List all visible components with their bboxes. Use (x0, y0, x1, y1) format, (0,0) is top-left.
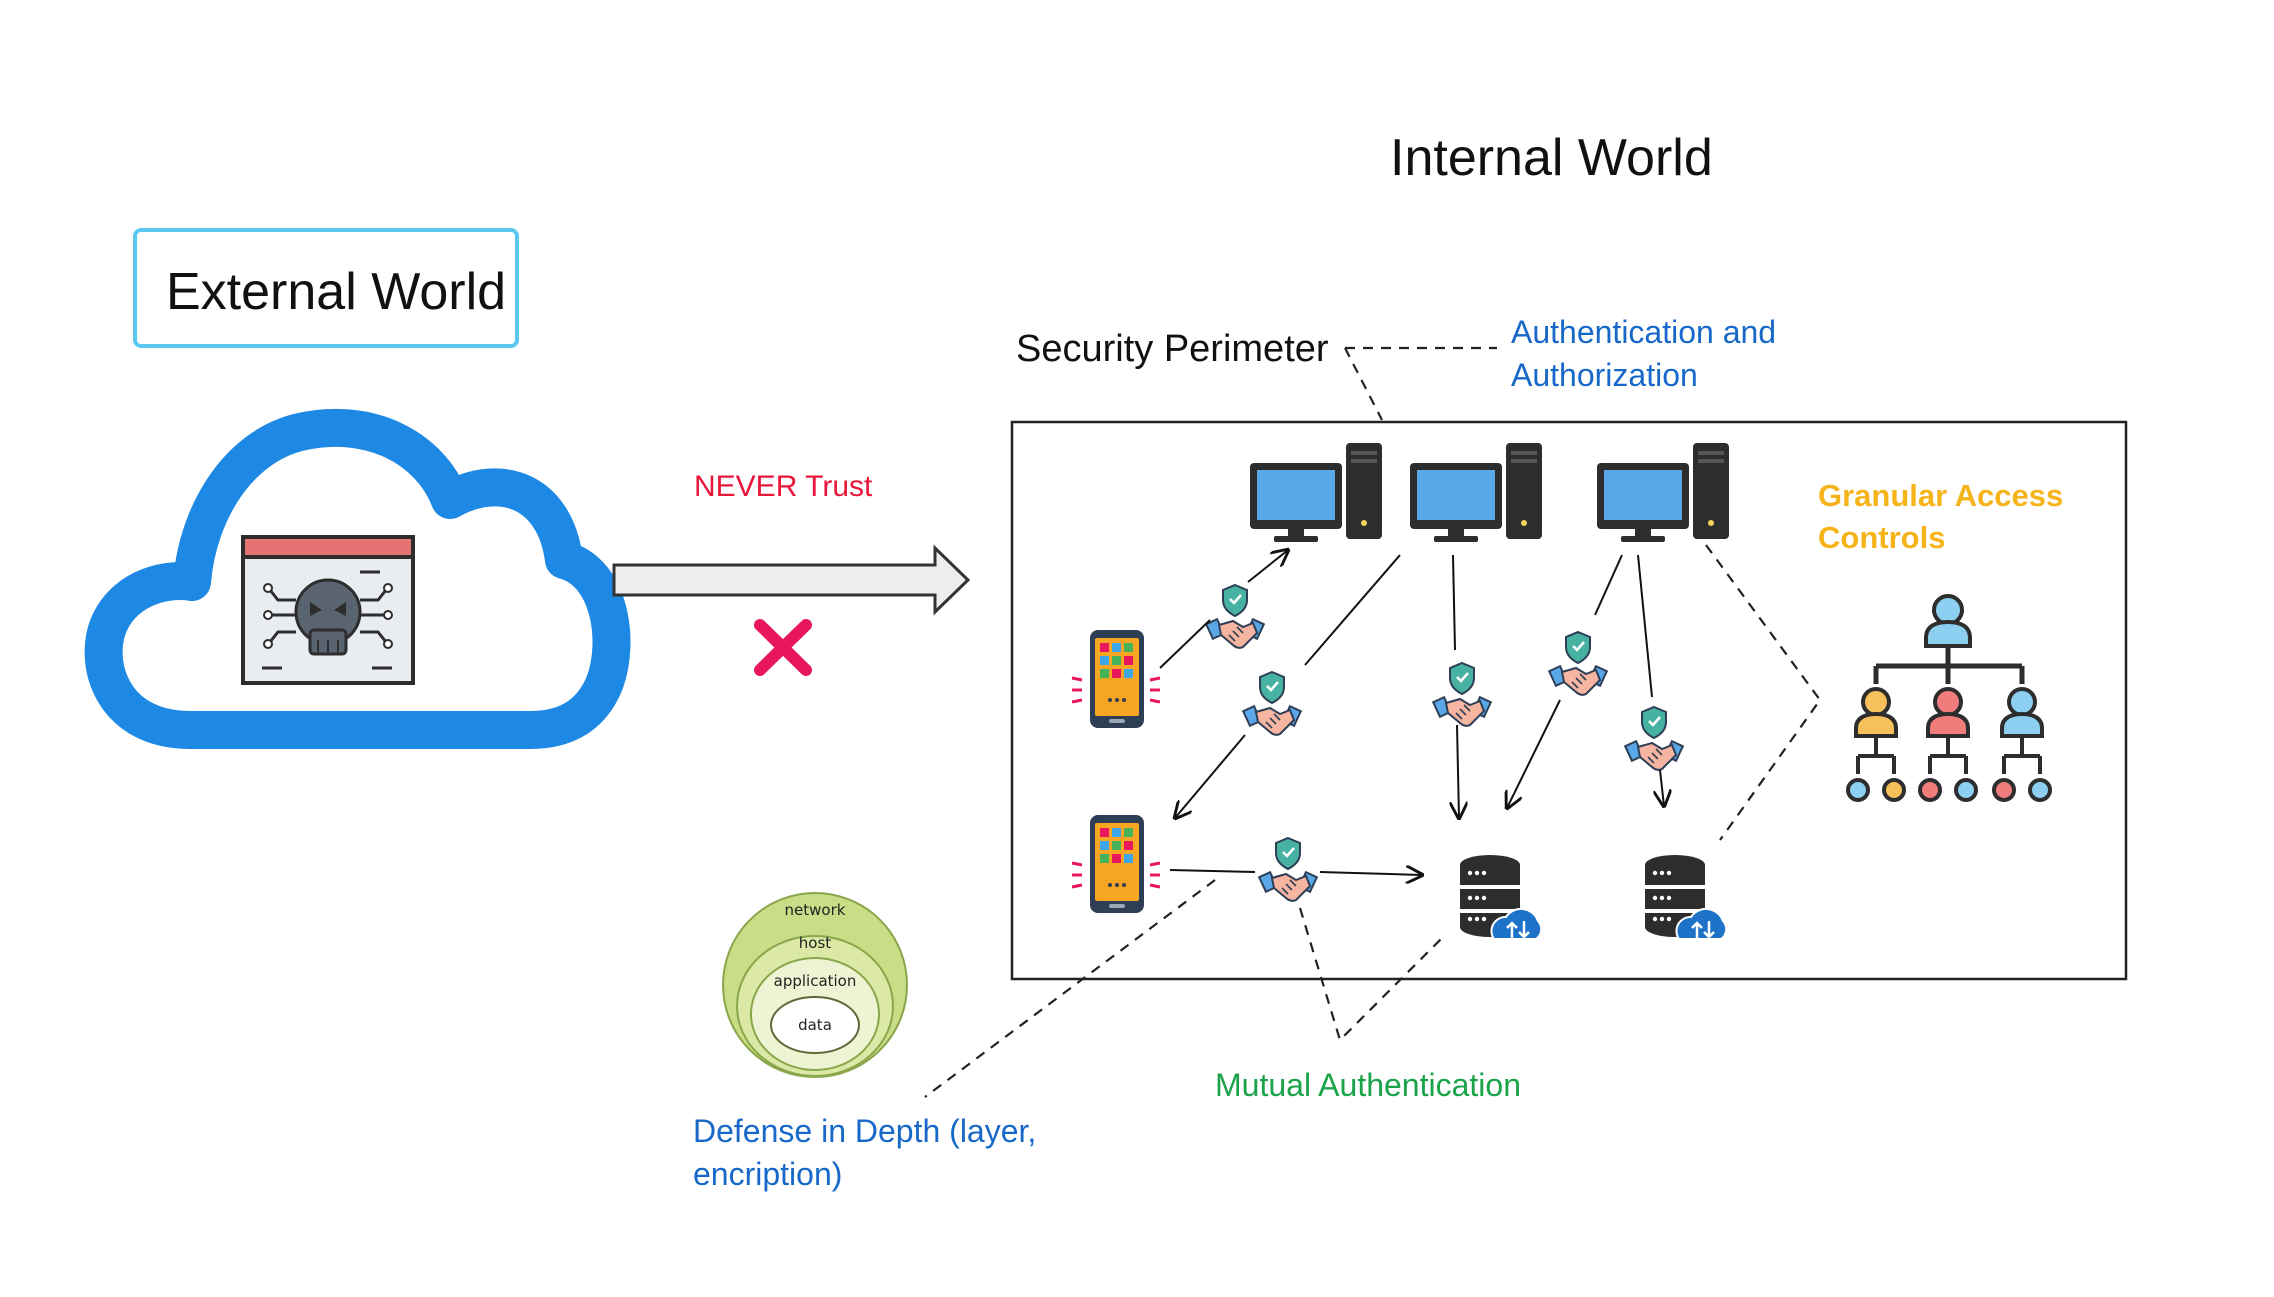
secure-handshake-icon (1241, 670, 1303, 737)
desktop-computer-icon (1597, 443, 1729, 542)
external-world-box (133, 228, 519, 348)
security-perimeter-box (1010, 420, 2128, 981)
layer-label: application (774, 972, 857, 990)
perimeter-connector (1344, 346, 1497, 421)
defense-layers-diagram: network host application data (722, 892, 908, 1078)
secure-handshake-icon (1431, 661, 1493, 728)
blocked-x-icon (754, 619, 812, 676)
cloud-database-icon (1458, 853, 1543, 941)
secure-handshake-icon (1623, 705, 1685, 772)
desktop-computer-icon (1410, 443, 1542, 542)
layer-label: data (798, 1016, 832, 1034)
defense-in-depth-label: Defense in Depth (layer, encription) (693, 1113, 1037, 1192)
layer-label: network (785, 901, 846, 919)
security-perimeter-label: Security Perimeter (1016, 328, 1329, 370)
cloud-icon (84, 409, 631, 749)
smartphone-icon (1070, 628, 1162, 730)
cloud-database-icon (1643, 853, 1728, 941)
annotation-dashed-lines (924, 544, 1822, 1098)
smartphone-icon (1070, 813, 1162, 915)
malware-window-icon (241, 535, 415, 685)
secure-handshake-icon (1204, 583, 1266, 650)
internal-world-title: Internal World (1390, 129, 1713, 187)
never-trust-label: NEVER Trust (694, 470, 873, 503)
auth-label: Authentication and Authorization (1511, 314, 1777, 393)
never-trust-arrow (612, 544, 971, 616)
org-hierarchy-icon (1846, 594, 2052, 802)
connection-arrows (1159, 550, 1664, 875)
secure-handshake-icon (1547, 630, 1609, 697)
desktop-computer-icon (1250, 443, 1382, 542)
granular-access-label: Granular Access Controls (1818, 478, 2064, 555)
external-world-label: External World (166, 263, 507, 321)
layer-data (770, 996, 860, 1054)
secure-handshake-icon (1257, 836, 1319, 903)
layer-label: host (799, 934, 831, 952)
mutual-auth-label: Mutual Authentication (1215, 1067, 1521, 1103)
